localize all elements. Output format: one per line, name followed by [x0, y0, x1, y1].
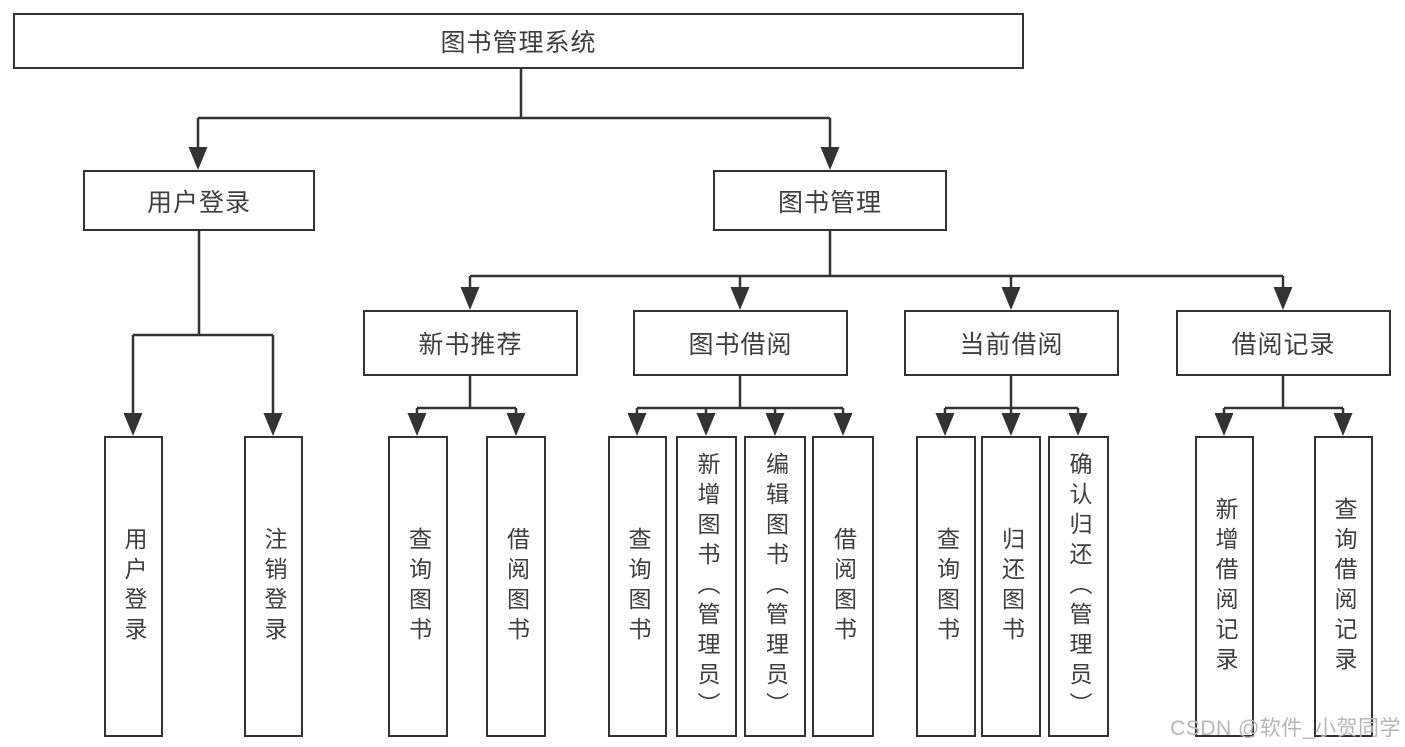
node-new-book-recommendation-label: 新书推荐	[418, 331, 523, 359]
node-current-borrowing-label: 当前借阅	[959, 331, 1064, 359]
leaf-add-borrow-record: 新增借阅记录	[1195, 436, 1254, 737]
leaf-add-book-admin: 新增图书（管理员）	[676, 436, 737, 737]
node-user-login-label: 用户登录	[146, 188, 251, 217]
leaf-query-books-recommend: 查询图书	[388, 436, 448, 737]
leaf-query-books-borrowing: 查询图书	[608, 436, 667, 737]
leaf-query-books-current-label: 查询图书	[933, 526, 960, 647]
watermark: CSDN @软件_小贺同学	[1170, 717, 1401, 740]
leaf-add-borrow-record-label: 新增借阅记录	[1212, 496, 1238, 677]
leaf-borrow-books-recommend: 借阅图书	[486, 436, 546, 737]
leaf-user-login-label: 用户登录	[121, 526, 147, 647]
node-current-borrowing: 当前借阅	[904, 310, 1119, 376]
node-library-management-system-label: 图书管理系统	[440, 29, 597, 57]
node-new-book-recommendation: 新书推荐	[363, 310, 578, 376]
node-borrowing-records-label: 借阅记录	[1231, 331, 1336, 359]
node-book-borrowing-label: 图书借阅	[688, 331, 793, 359]
leaf-return-books: 归还图书	[981, 436, 1041, 737]
node-book-borrowing: 图书借阅	[633, 310, 848, 376]
node-borrowing-records: 借阅记录	[1176, 310, 1391, 376]
node-user-login: 用户登录	[83, 170, 315, 231]
leaf-add-book-admin-label: 新增图书（管理员）	[694, 451, 720, 722]
leaf-query-borrow-record: 查询借阅记录	[1314, 436, 1373, 737]
leaf-logout-label: 注销登录	[261, 526, 287, 647]
leaf-query-borrow-record-label: 查询借阅记录	[1331, 496, 1357, 677]
leaf-confirm-return-admin: 确认归还（管理员）	[1048, 436, 1109, 737]
leaf-query-books-current: 查询图书	[916, 436, 976, 737]
node-book-management: 图书管理	[713, 170, 947, 231]
leaf-logout: 注销登录	[244, 436, 303, 737]
leaf-borrow-books-recommend-label: 借阅图书	[503, 526, 530, 647]
leaf-query-books-borrowing-label: 查询图书	[625, 526, 651, 647]
node-book-management-label: 图书管理	[777, 188, 882, 217]
leaf-borrow-books-borrowing: 借阅图书	[812, 436, 874, 737]
node-library-management-system: 图书管理系统	[13, 13, 1024, 69]
leaf-edit-book-admin-label: 编辑图书（管理员）	[762, 451, 789, 722]
leaf-borrow-books-borrowing-label: 借阅图书	[830, 526, 857, 647]
leaf-return-books-label: 归还图书	[998, 526, 1025, 647]
leaf-query-books-recommend-label: 查询图书	[405, 526, 432, 647]
leaf-edit-book-admin: 编辑图书（管理员）	[744, 436, 806, 737]
leaf-user-login: 用户登录	[104, 436, 163, 737]
leaf-confirm-return-admin-label: 确认归还（管理员）	[1066, 451, 1092, 722]
